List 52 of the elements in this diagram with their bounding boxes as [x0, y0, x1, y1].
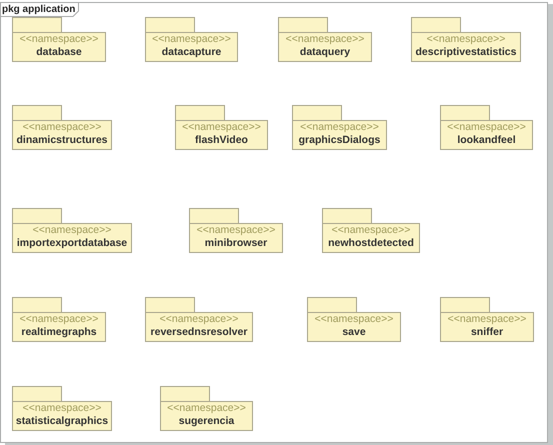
package-name: graphicsDialogs — [298, 134, 380, 147]
package-folder — [12, 208, 132, 253]
package-folder — [440, 297, 534, 342]
package-name: flashVideo — [195, 134, 248, 147]
stereotype-label: <<namespace>> — [22, 402, 102, 415]
package-folder — [160, 386, 253, 431]
frame-title: pkg application — [1, 3, 79, 17]
stereotype-label: <<namespace>> — [314, 313, 394, 326]
stereotype-label: <<namespace>> — [20, 313, 98, 326]
package-name: sniffer — [470, 326, 504, 339]
stereotype-label: <<namespace>> — [196, 224, 276, 237]
package-folder — [145, 17, 238, 62]
package-folder — [307, 297, 401, 342]
package-name: descriptivestatistics — [416, 46, 516, 59]
package-folder — [322, 208, 420, 253]
package-folder — [12, 17, 106, 62]
package-name: dinamicstructures — [16, 134, 108, 147]
package-name: reversednsresolver — [150, 326, 248, 339]
stereotype-label: <<namespace>> — [167, 402, 246, 415]
package-folder — [411, 17, 521, 62]
package-name: newhostdetected — [328, 237, 414, 250]
stereotype-label: <<namespace>> — [182, 121, 261, 134]
package-name: statisticalgraphics — [16, 415, 108, 428]
package-name: datacapture — [162, 46, 222, 59]
package-folder — [292, 105, 387, 150]
stereotype-label: <<namespace>> — [152, 33, 231, 46]
stereotype-label: <<namespace>> — [286, 33, 364, 46]
package-folder — [278, 17, 372, 62]
package-folder — [12, 386, 112, 431]
stereotype-label: <<namespace>> — [300, 121, 379, 134]
stereotype-label: <<namespace>> — [332, 224, 410, 237]
stereotype-label: <<namespace>> — [447, 121, 526, 134]
package-folder — [145, 297, 253, 342]
package-folder — [175, 105, 268, 150]
package-name: minibrowser — [204, 237, 268, 250]
package-name: dataquery — [300, 46, 350, 59]
stereotype-label: <<namespace>> — [22, 121, 102, 134]
package-folder — [12, 105, 112, 150]
stereotype-label: <<namespace>> — [160, 313, 238, 326]
package-folder — [12, 297, 106, 342]
stereotype-label: <<namespace>> — [20, 33, 98, 46]
package-name: importexportdatabase — [16, 237, 128, 250]
package-name: sugerencia — [178, 415, 234, 428]
package-folder — [189, 208, 283, 253]
package-name: database — [36, 46, 82, 59]
package-folder — [440, 105, 533, 150]
package-name: lookandfeel — [457, 134, 516, 147]
stereotype-label: <<namespace>> — [448, 313, 526, 326]
package-name: realtimegraphs — [21, 326, 97, 339]
package-name: save — [342, 326, 366, 339]
stereotype-label: <<namespace>> — [426, 33, 506, 46]
stereotype-label: <<namespace>> — [32, 224, 112, 237]
